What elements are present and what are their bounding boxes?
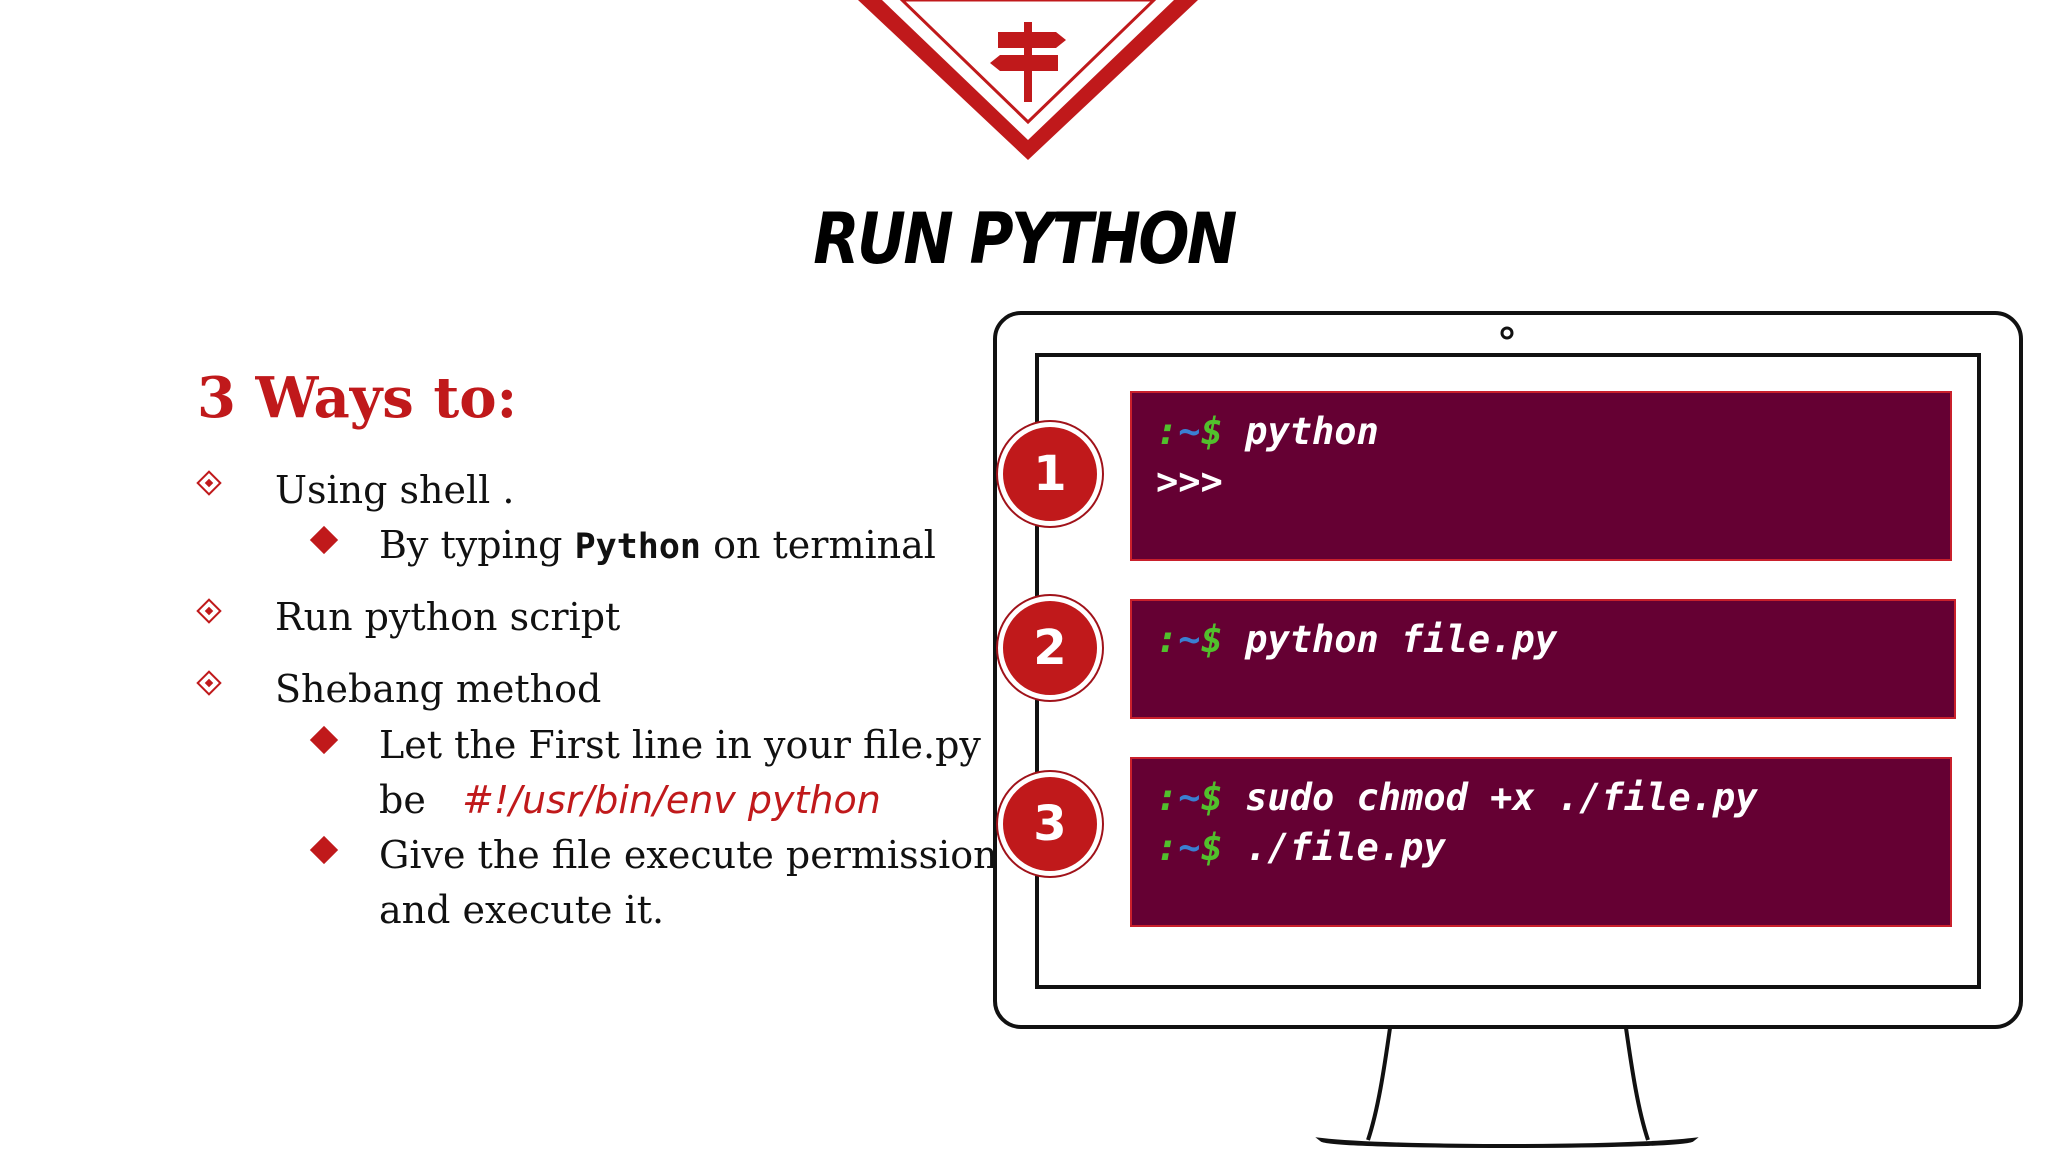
bullet-icon: [196, 470, 222, 496]
subitem-text: be: [379, 778, 426, 822]
list-subitem-first-line-cont: be #!/usr/bin/env python: [379, 773, 881, 828]
terminal-line: >>>: [1156, 457, 1926, 507]
repl-prompt: >>>: [1156, 460, 1223, 503]
command-text: python file.py: [1245, 618, 1557, 661]
step-badge-2: 2: [998, 596, 1102, 700]
sub-bullet-icon: [309, 525, 339, 555]
terminal-line: :~$ sudo chmod +x ./file.py: [1156, 776, 1758, 819]
list-item-shell: Using shell .: [275, 468, 515, 512]
signpost-icon: [990, 22, 1066, 102]
list-subitem-typing: By typing Python on terminal: [379, 518, 936, 575]
list-item-script: Run python script: [275, 595, 621, 639]
webcam-icon: [1500, 326, 1514, 340]
terminal-panel-3: :~$ sudo chmod +x ./file.py :~$ ./file.p…: [1130, 757, 1952, 927]
subitem-text: on terminal: [701, 523, 936, 567]
list-subitem-permission: Give the file execute permission: [379, 833, 998, 877]
top-emblem: [858, 0, 1198, 160]
terminal-line: :~$ python file.py: [1156, 618, 1557, 661]
inline-code: Python: [574, 527, 702, 567]
step-badge-1: 1: [998, 422, 1102, 526]
bullet-icon: [196, 598, 222, 624]
list-subitem-permission-cont: and execute it.: [379, 888, 665, 932]
step-badge-3: 3: [998, 772, 1102, 876]
shebang-code: #!/usr/bin/env python: [462, 778, 881, 822]
subitem-text: By typing: [379, 523, 575, 567]
section-heading: 3 Ways to:: [197, 365, 518, 431]
terminal-line: :~$ ./file.py: [1156, 826, 1446, 869]
list-subitem-first-line: Let the First line in your file.py: [379, 723, 981, 767]
sub-bullet-icon: [309, 725, 339, 755]
terminal-line: :~$ python: [1156, 410, 1379, 453]
terminal-panel-1: :~$ python >>>: [1130, 391, 1952, 561]
terminal-panel-2: :~$ python file.py: [1130, 599, 1956, 719]
list-item-shebang: Shebang method: [275, 667, 602, 711]
command-text: sudo chmod +x ./file.py: [1245, 776, 1758, 819]
command-text: ./file.py: [1245, 826, 1446, 869]
sub-bullet-icon: [309, 835, 339, 865]
bullet-icon: [196, 670, 222, 696]
command-text: python: [1245, 410, 1379, 453]
slide-title: RUN PYTHON: [813, 198, 1237, 280]
